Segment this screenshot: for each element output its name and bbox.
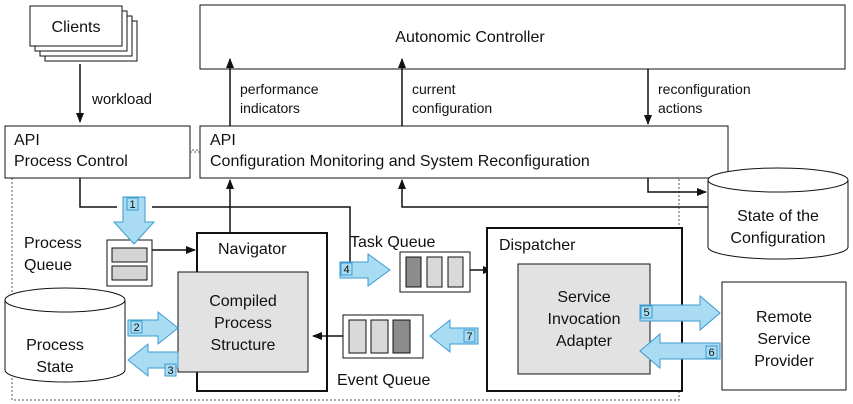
step-3-arrow: 3 xyxy=(127,342,179,378)
api-process-control-label: Process Control xyxy=(14,153,128,170)
process-state-line2: State xyxy=(36,359,73,376)
event-queue-cell xyxy=(370,319,389,354)
workload-label: workload xyxy=(91,91,152,108)
task-queue-cell xyxy=(447,256,464,288)
process-queue-line2: Queue xyxy=(24,257,72,274)
api-config-title: API xyxy=(210,132,236,149)
step-2-number: 2 xyxy=(133,322,139,334)
navigator-label: Navigator xyxy=(218,241,287,258)
event-queue-cell xyxy=(392,319,411,354)
api-process-control-box xyxy=(4,125,191,179)
step-4-arrow: 4 xyxy=(339,253,391,287)
api-config-label: Configuration Monitoring and System Reco… xyxy=(210,153,590,170)
compiled-process-structure-line1: Compiled xyxy=(209,293,277,310)
autonomic-controller-label: Autonomic Controller xyxy=(395,29,545,46)
process-control-flow xyxy=(79,178,117,208)
process-queue-cell xyxy=(111,247,148,263)
compiled-process-structure-line3: Structure xyxy=(211,337,276,354)
step-5-number: 5 xyxy=(643,307,649,319)
task-queue-cell xyxy=(426,256,443,288)
process-queue-cell xyxy=(111,265,148,281)
state-of-configuration-line2: Configuration xyxy=(730,230,825,247)
navigator-task-flow xyxy=(152,206,351,268)
clients-label: Clients xyxy=(52,19,101,36)
step-3-number: 3 xyxy=(167,365,173,377)
performance-indicators-line2: indicators xyxy=(240,100,300,116)
state-of-configuration-line1: State of the xyxy=(737,208,819,225)
remote-service-provider-box xyxy=(721,281,847,391)
process-state-line1: Process xyxy=(26,337,84,354)
api-process-control-title: API xyxy=(14,132,40,149)
api-config-box xyxy=(199,125,729,179)
step-1-number: 1 xyxy=(129,199,135,211)
state-of-configuration-db: State of the Configuration xyxy=(707,167,849,260)
service-invocation-adapter-box xyxy=(517,263,651,375)
step-6-number: 6 xyxy=(708,347,714,359)
reconfiguration-actions-line2: actions xyxy=(658,100,702,116)
current-configuration-line1: current xyxy=(412,81,456,97)
step-5-arrow: 5 xyxy=(639,294,721,332)
step-7-number: 7 xyxy=(466,331,472,343)
task-queue-label: Task Queue xyxy=(350,234,435,251)
state-to-api-arrow xyxy=(398,179,708,208)
step-4-number: 4 xyxy=(343,264,349,276)
step-2-arrow: 2 xyxy=(127,310,179,346)
performance-indicators-line1: performance xyxy=(240,81,319,97)
service-invocation-adapter-line2: Invocation xyxy=(548,311,621,328)
step-7-arrow: 7 xyxy=(429,318,479,354)
event-queue-cell xyxy=(348,319,367,354)
remote-service-provider-line3: Provider xyxy=(754,353,814,370)
event-queue-label: Event Queue xyxy=(337,372,431,389)
clients-box: Clients xyxy=(29,5,138,62)
step-1-arrow: 1 xyxy=(112,196,156,245)
process-state-db: Process State xyxy=(4,287,126,383)
process-queue-line1: Process xyxy=(24,235,82,252)
dispatcher-label: Dispatcher xyxy=(499,237,576,254)
current-configuration-line2: configuration xyxy=(412,100,492,116)
remote-service-provider-line1: Remote xyxy=(756,309,812,326)
remote-service-provider-line2: Service xyxy=(757,331,810,348)
compiled-process-structure-line2: Process xyxy=(214,315,272,332)
step-6-arrow: 6 xyxy=(639,332,721,370)
task-queue-cell xyxy=(405,256,422,288)
compiled-process-structure-box xyxy=(177,271,309,373)
service-invocation-adapter-line3: Adapter xyxy=(556,333,613,350)
config-to-state-arrow xyxy=(647,178,707,196)
reconfiguration-actions-line1: reconfiguration xyxy=(658,81,751,97)
service-invocation-adapter-line1: Service xyxy=(557,289,610,306)
autonomic-controller-box xyxy=(199,4,846,70)
